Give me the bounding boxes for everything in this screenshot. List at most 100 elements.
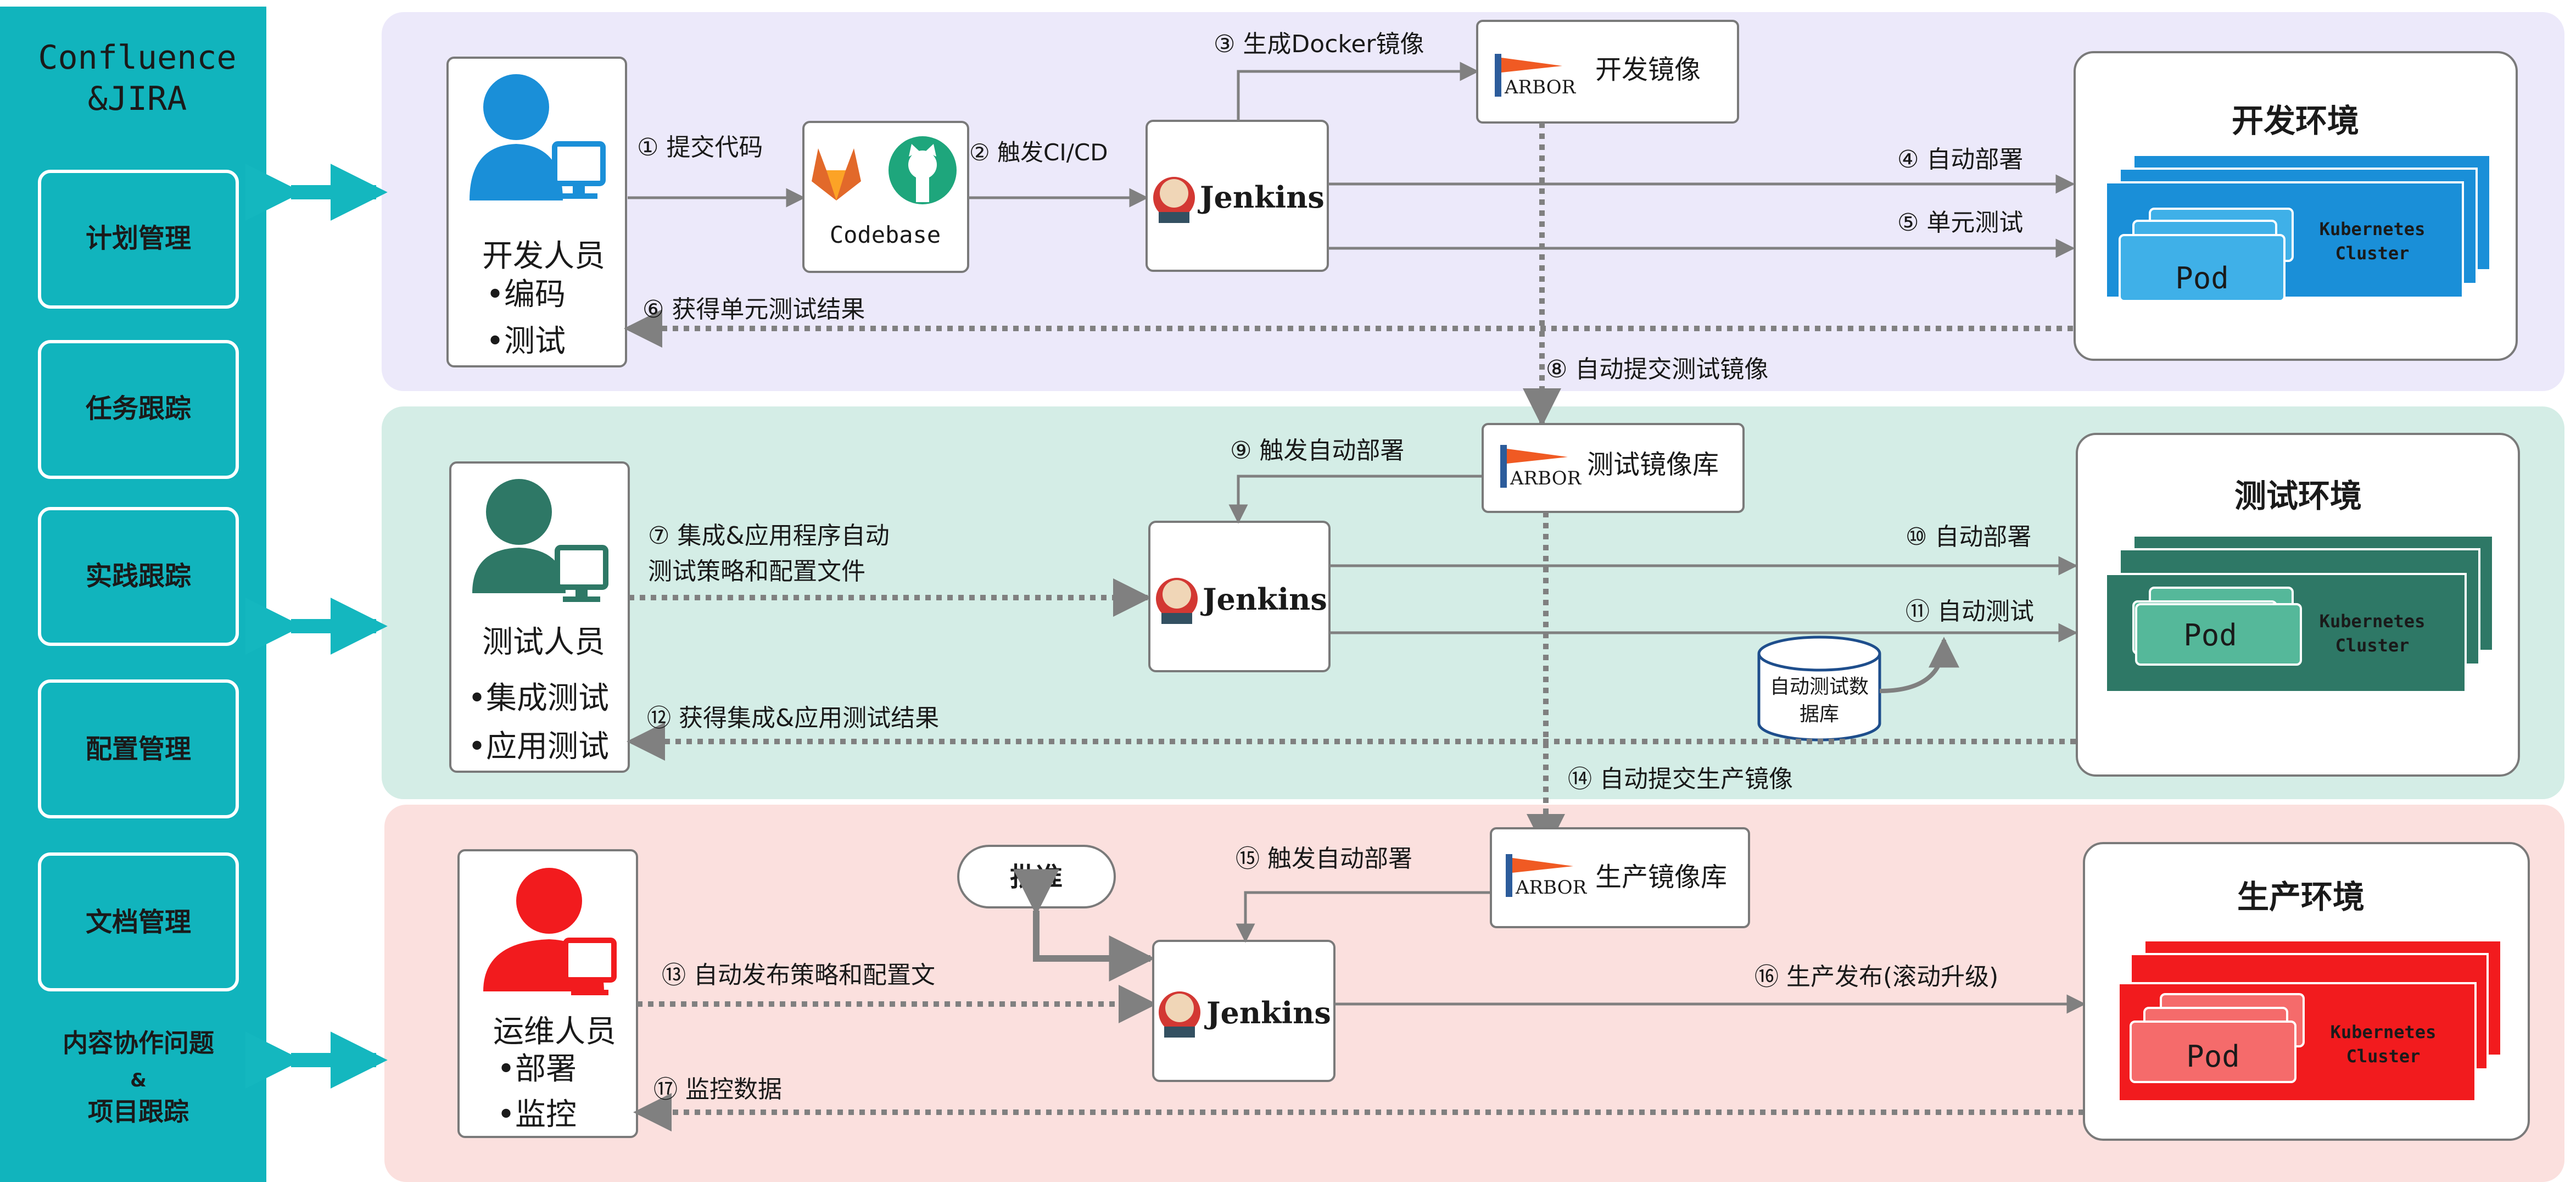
test-database: 自动测试数 据库 — [1757, 635, 1881, 741]
codebase-label: Codebase — [830, 221, 941, 248]
approve-label: 批准 — [1010, 862, 1063, 893]
sidebar-footer-line3: 项目跟踪 — [88, 1097, 189, 1127]
sidebar-item-config[interactable]: 配置管理 — [38, 679, 239, 818]
sidebar-footer-line1: 内容协作问题 — [63, 1028, 214, 1058]
harbor-logo-text: ARBOR — [1510, 467, 1582, 489]
dev-step2-label: ② 触发CI/CD — [969, 139, 1108, 166]
jenkins-icon — [1153, 177, 1195, 223]
sidebar-item-label: 任务跟踪 — [86, 393, 191, 424]
ops-person-card: 运维人员 •部署 •监控 — [457, 849, 638, 1138]
dev-environment: 开发环境 Pod Kubernetes Cluster — [2074, 51, 2518, 361]
sidebar-item-practice[interactable]: 实践跟踪 — [38, 507, 239, 646]
dev-person-item2: •测试 — [486, 324, 566, 359]
gitlab-icon — [812, 148, 861, 200]
sidebar-item-label: 配置管理 — [86, 734, 191, 765]
developer-icon — [470, 74, 606, 200]
dev-band — [382, 12, 2564, 391]
dev-pod-label: Pod — [2175, 261, 2229, 296]
prod-step17-label: ⑰ 监控数据 — [653, 1075, 782, 1103]
ops-person-title: 运维人员 — [493, 1014, 616, 1050]
sidebar-item-label: 计划管理 — [86, 223, 191, 254]
prod-step13-label: ⑬ 自动发布策略和配置文 — [662, 961, 935, 989]
prod-env-title: 生产环境 — [2237, 878, 2365, 916]
dev-person-item1: •编码 — [486, 277, 566, 313]
test-step7-line2: 测试策略和配置文件 — [648, 557, 865, 586]
test-person-title: 测试人员 — [482, 625, 605, 660]
test-env-title: 测试环境 — [2234, 477, 2362, 515]
sidebar-item-docs[interactable]: 文档管理 — [38, 852, 239, 991]
test-cluster-line1: Kubernetes — [2320, 611, 2426, 632]
prod-harbor-box: ARBOR 生产镜像库 — [1490, 827, 1750, 928]
test-step7-line1: ⑦ 集成&应用程序自动 — [648, 522, 890, 550]
prod-environment: 生产环境 Pod Kubernetes Cluster — [2083, 842, 2530, 1141]
dev-cluster-line2: Cluster — [2335, 243, 2410, 264]
test-band — [382, 406, 2564, 799]
sidebar-item-task[interactable]: 任务跟踪 — [38, 340, 239, 479]
step8-label: ⑧ 自动提交测试镜像 — [1546, 355, 1768, 383]
operator-icon — [483, 868, 617, 995]
test-jenkins-label: Jenkins — [1200, 582, 1327, 617]
sidebar-title-line2: &JIRA — [88, 80, 187, 118]
sidebar-item-plan[interactable]: 计划管理 — [38, 170, 239, 309]
ops-person-item1: •部署 — [497, 1051, 577, 1087]
ops-person-item2: •监控 — [497, 1097, 577, 1133]
test-jenkins-box: Jenkins — [1148, 521, 1331, 672]
jenkins-icon — [1156, 578, 1198, 624]
step14-label: ⑭ 自动提交生产镜像 — [1568, 765, 1793, 793]
sidebar-item-label: 实践跟踪 — [86, 561, 191, 592]
prod-jenkins-box: Jenkins — [1152, 940, 1336, 1082]
sidebar-item-label: 文档管理 — [86, 907, 191, 938]
test-harbor-box: ARBOR 测试镜像库 — [1482, 423, 1745, 513]
dev-env-title: 开发环境 — [2232, 102, 2359, 140]
test-person-item1: •集成测试 — [468, 681, 609, 716]
test-pod-label: Pod — [2183, 618, 2237, 653]
dev-jenkins-label: Jenkins — [1198, 180, 1325, 215]
prod-harbor-label: 生产镜像库 — [1595, 862, 1727, 893]
test-step10-label: ⑩ 自动部署 — [1906, 523, 2031, 551]
db-label-line1: 自动测试数 — [1770, 676, 1869, 698]
dev-person-card: 开发人员 •编码 •测试 — [446, 57, 627, 367]
prod-step15-label: ⑮ 触发自动部署 — [1236, 845, 1412, 873]
test-cluster-line2: Cluster — [2335, 635, 2410, 656]
codebase-box: Codebase — [802, 121, 969, 273]
dev-step3-label: ③ 生成Docker镜像 — [1214, 30, 1424, 58]
dev-cluster-line1: Kubernetes — [2320, 219, 2426, 239]
prod-jenkins-label: Jenkins — [1204, 995, 1331, 1030]
test-step11-label: ⑪ 自动测试 — [1906, 598, 2034, 626]
approve-arrow — [1013, 869, 1155, 982]
prod-step16-label: ⑯ 生产发布(滚动升级) — [1754, 963, 1998, 991]
dev-jenkins-box: Jenkins — [1145, 120, 1329, 272]
dev-step3-arrow — [1237, 62, 1479, 121]
github-icon — [889, 136, 957, 204]
db-label-line2: 据库 — [1800, 703, 1839, 726]
prod-cluster-line1: Kubernetes — [2331, 1022, 2437, 1042]
sidebar-title-line1: Confluence — [38, 38, 236, 77]
harbor-logo-text: ARBOR — [1504, 76, 1577, 98]
test-person-item2: •应用测试 — [468, 729, 609, 765]
prod-step15-arrow — [1236, 891, 1491, 943]
test-step9-arrow — [1228, 475, 1483, 524]
test-harbor-label: 测试镜像库 — [1587, 449, 1719, 480]
dev-harbor-label: 开发镜像 — [1595, 54, 1701, 85]
dev-harbor-box: ARBOR 开发镜像 — [1476, 20, 1739, 124]
prod-pod-label: Pod — [2186, 1039, 2240, 1074]
harbor-icon: ARBOR — [1500, 445, 1582, 489]
dev-step6-label: ⑥ 获得单元测试结果 — [642, 296, 865, 324]
test-step9-label: ⑨ 触发自动部署 — [1230, 437, 1404, 465]
jenkins-icon — [1159, 991, 1200, 1038]
dev-person-title: 开发人员 — [482, 238, 605, 274]
harbor-icon: ARBOR — [1495, 54, 1577, 98]
dev-step5-label: ⑤ 单元测试 — [1897, 209, 2023, 237]
test-environment: 测试环境 Pod Kubernetes Cluster — [2076, 433, 2520, 777]
test-person-card: 测试人员 •集成测试 •应用测试 — [449, 461, 630, 773]
test-step12-label: ⑫ 获得集成&应用测试结果 — [647, 704, 939, 732]
prod-cluster-line2: Cluster — [2346, 1046, 2421, 1067]
db-arrow — [1879, 637, 1959, 693]
harbor-logo-text: ARBOR — [1515, 877, 1588, 899]
dev-step4-label: ④ 自动部署 — [1897, 146, 2023, 174]
tester-icon — [472, 479, 608, 602]
prod-band — [384, 805, 2564, 1182]
approve-node: 批准 — [957, 845, 1116, 908]
dev-step1-label: ① 提交代码 — [637, 133, 763, 161]
